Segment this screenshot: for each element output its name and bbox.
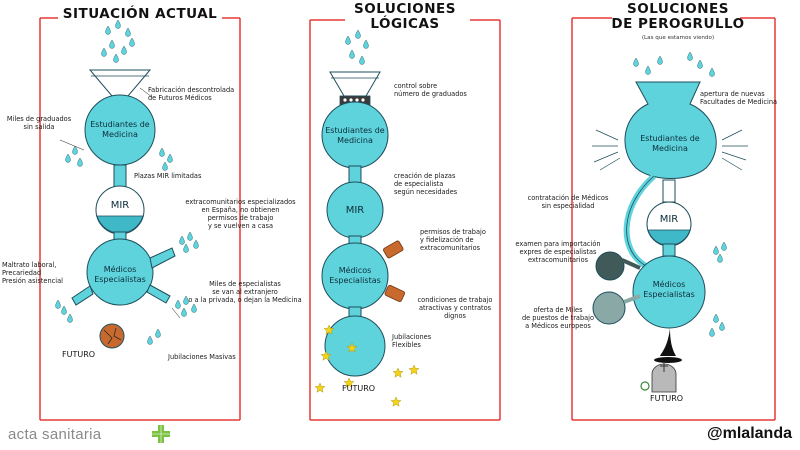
note-p3-new-faculties: apertura de nuevas Facultades de Medicin… <box>700 90 778 106</box>
mir-label-3: MIR <box>659 214 679 225</box>
students-label-2: Estudiantes de Medicina <box>325 126 385 145</box>
note-p3-express-exam: examen para importación expres de especi… <box>515 240 601 264</box>
specialists-label-3: Médicos Especialistas <box>643 280 695 299</box>
specialists-label-2: Médicos Especialistas <box>329 266 381 285</box>
brand-logo-text: acta sanitaria <box>8 426 102 443</box>
dark-flask-top <box>595 251 625 281</box>
note-p2-creation: creación de plazas de especialista según… <box>394 172 458 196</box>
note-p2-flexible: Jubilaciones Flexibles <box>392 333 432 349</box>
note-p2-control: control sobre número de graduados <box>394 82 467 98</box>
note-p1-maltrato: Maltrato laboral, Precariedad Presión as… <box>2 261 63 285</box>
students-label-1: Estudiantes de Medicina <box>90 120 150 139</box>
brand-cross-icon <box>152 425 170 443</box>
note-p1-graduates: Miles de graduados sin salida <box>6 115 72 131</box>
panel-2-frame <box>309 19 501 421</box>
students-flask-3 <box>624 81 717 179</box>
specialists-flask-3 <box>632 255 706 329</box>
tombstone <box>651 363 677 393</box>
panel-3-title: SOLUCIONES DE PEROGRULLO <box>611 1 745 32</box>
panel-3-subtitle: (Las que estamos viendo) <box>641 35 715 41</box>
students-label-3: Estudiantes de Medicina <box>640 134 700 153</box>
note-p1-mir-limited: Plazas MIR limitadas <box>134 172 202 180</box>
mir-label-2: MIR <box>345 205 365 216</box>
panel-1-title: SITUACIÓN ACTUAL <box>62 6 218 22</box>
connectors <box>59 87 181 319</box>
specialists-label-1: Médicos Especialistas <box>94 265 146 284</box>
panel-2-title: SOLUCIONES LÓGICAS <box>354 1 456 32</box>
note-p2-permits: permisos de trabajo y fidelización de ex… <box>420 228 486 252</box>
note-p3-no-specialty: contratación de Médicos sin especialidad <box>527 194 609 210</box>
mir-label-1: MIR <box>110 200 130 211</box>
funnel-2 <box>329 71 381 97</box>
note-p3-european-jobs: oferta de Miles de puestos de trabajo a … <box>521 306 595 330</box>
panel-1-frame <box>39 17 241 421</box>
future-label-1: FUTURO <box>62 350 96 359</box>
panel-2-apparatus <box>314 29 420 407</box>
note-p1-extracomunitarios: extracomunitarios especializados en Espa… <box>185 198 296 230</box>
funnel-1 <box>88 69 152 97</box>
panel-3-frame <box>571 17 776 421</box>
author-handle: @mlalanda <box>707 425 792 442</box>
future-globe-1 <box>99 323 125 349</box>
note-p1-retirements: Jubilaciones Masivas <box>168 353 236 361</box>
future-label-2: FUTURO <box>342 384 376 393</box>
panel-3-apparatus <box>592 51 748 393</box>
future-flask-2 <box>324 315 386 377</box>
dark-flask-bottom <box>592 291 626 325</box>
note-p1-fabrication: Fabricación descontrolada de Futuros Méd… <box>148 86 235 102</box>
specialists-flask-1 <box>86 238 154 306</box>
future-label-3: FUTURO <box>650 394 684 403</box>
panel-1-apparatus <box>55 19 199 349</box>
note-p1-emigration: Miles de especialistas se van al extranj… <box>188 280 302 304</box>
note-p2-conditions: condiciones de trabajo atractivas y cont… <box>417 296 493 320</box>
